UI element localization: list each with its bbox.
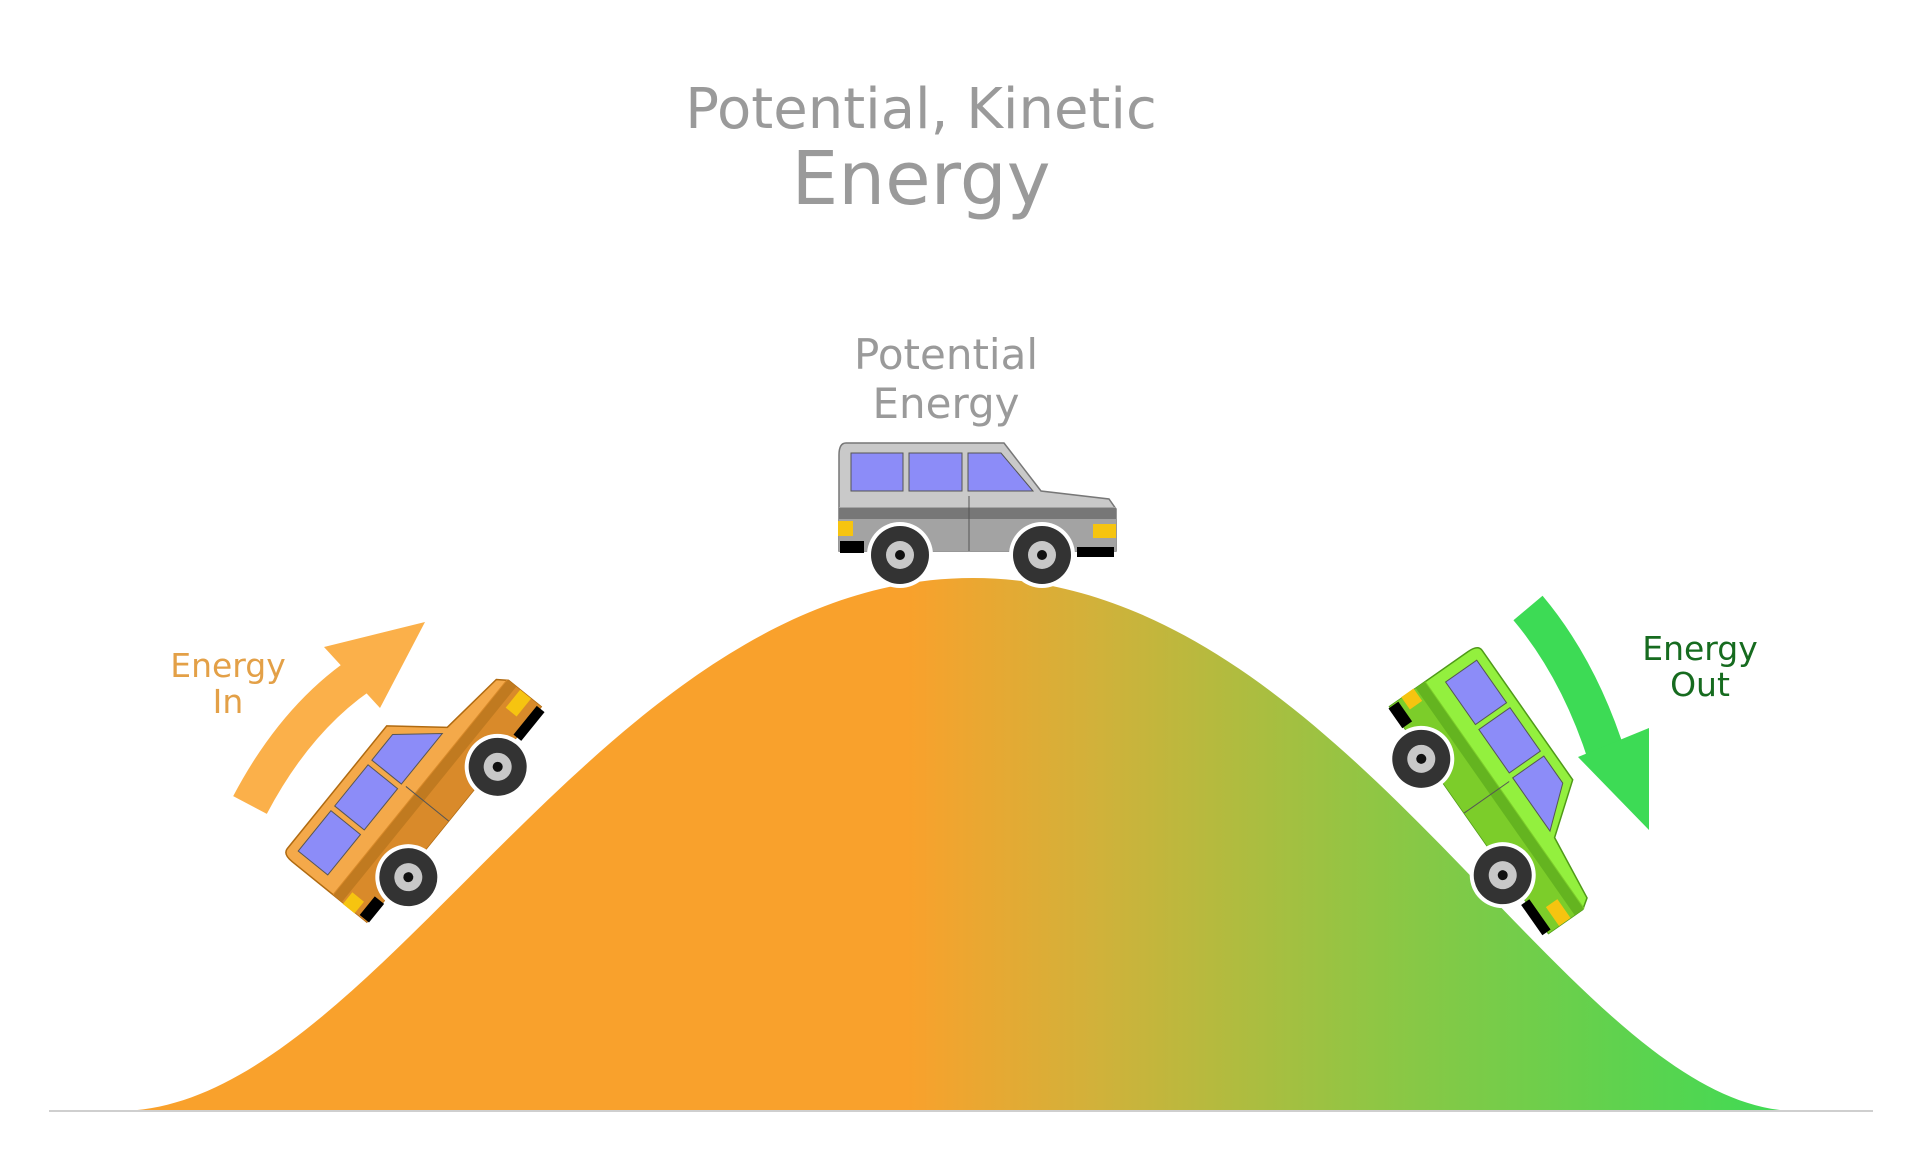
energy-in-label-line2: In bbox=[213, 682, 244, 721]
car-climbing-icon bbox=[285, 644, 547, 928]
energy-in-label-line1: Energy bbox=[170, 646, 286, 685]
car-descending-icon bbox=[1375, 647, 1630, 938]
potential-energy-label-line1: Potential bbox=[854, 330, 1038, 379]
arrow-up-icon bbox=[233, 622, 425, 814]
arrow-down-icon bbox=[1513, 595, 1649, 830]
title-line2: Energy bbox=[791, 136, 1050, 222]
energy-out-label-line2: Out bbox=[1670, 665, 1730, 704]
energy-out-label-line1: Energy bbox=[1642, 629, 1758, 668]
car-top-icon bbox=[837, 442, 1117, 588]
potential-energy-label-line2: Energy bbox=[872, 379, 1019, 428]
hill bbox=[122, 578, 1794, 1111]
title-line1: Potential, Kinetic bbox=[685, 77, 1156, 142]
